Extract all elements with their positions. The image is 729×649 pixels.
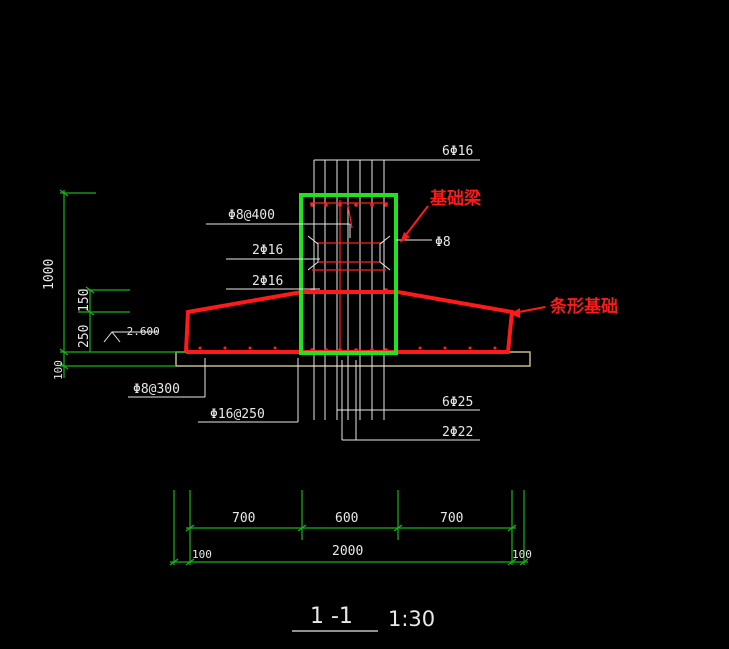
beam-reinforcement [308, 200, 390, 350]
dim-middle-width: 600 [335, 511, 358, 526]
strip-footing-outline [184, 290, 515, 354]
label-bar-row-2: 2Φ16 [252, 274, 283, 289]
label-tie-bar: Φ8 [435, 235, 451, 250]
beam-callout-arrow [400, 205, 429, 243]
label-top-bars: 6Φ16 [442, 144, 473, 159]
dim-left-width: 700 [232, 511, 255, 526]
section-scale: 1:30 [388, 607, 435, 631]
vertical-dimension-lines [59, 189, 186, 378]
dim-right-ext: 100 [512, 548, 532, 561]
dim-lower-edge: 250 [77, 325, 92, 348]
foundation-beam-box [299, 193, 398, 355]
label-base-dist-bar: Φ8@300 [133, 382, 180, 397]
callout-foundation-beam: 基础梁 [429, 188, 482, 209]
label-bar-row-1: 2Φ16 [252, 243, 283, 258]
label-base-main-bar: Φ16@250 [210, 407, 265, 422]
inner-stirrup [307, 235, 391, 271]
label-leaders [128, 223, 480, 441]
dim-left-ext: 100 [192, 548, 212, 561]
vertical-bars [313, 160, 385, 440]
dim-upper-slope: 150 [77, 289, 92, 312]
dim-overall-width: 2000 [332, 544, 363, 559]
dim-total-height: 1000 [42, 259, 57, 290]
footing-callout-arrow [510, 306, 546, 318]
dim-right-width: 700 [440, 511, 463, 526]
callout-strip-footing: 条形基础 [549, 296, 618, 317]
beam-bar-dots [310, 203, 388, 352]
label-stirrup-spacing: Φ8@400 [228, 208, 275, 223]
label-bottom-bars-1: 6Φ25 [442, 395, 473, 410]
elevation-mark [103, 331, 158, 343]
elevation-text: -2.600 [120, 325, 160, 338]
footing-bar-dots [198, 346, 497, 350]
section-title: 1 -1 [310, 604, 353, 629]
horizontal-dimension-lines [169, 490, 529, 566]
label-bottom-bars-2: 2Φ22 [442, 425, 473, 440]
dim-bed-height: 100 [52, 360, 65, 380]
